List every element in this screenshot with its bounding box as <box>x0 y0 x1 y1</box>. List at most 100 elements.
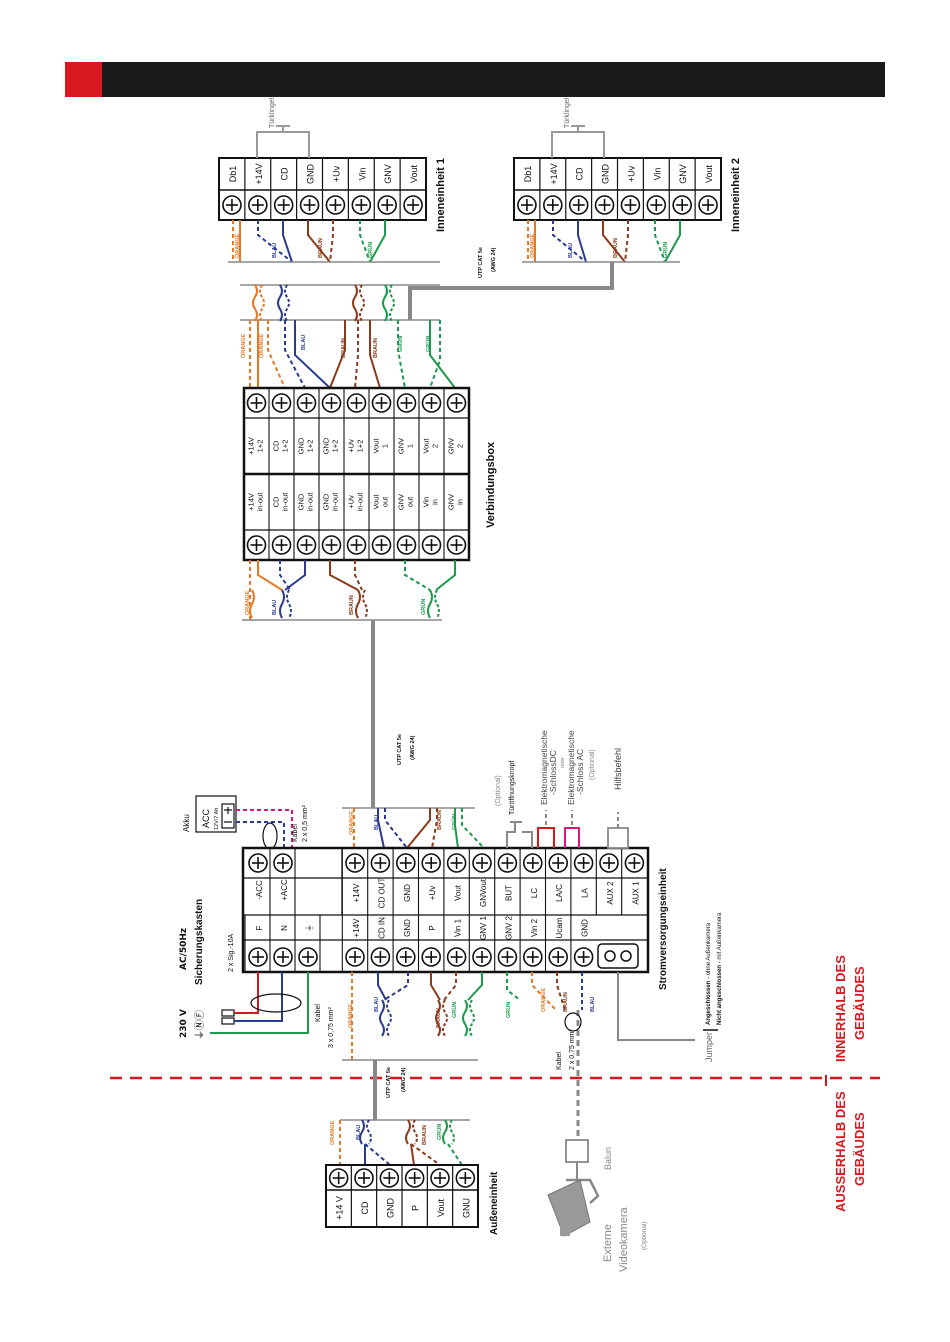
indoor1-screw-terminal <box>248 195 268 215</box>
outdoor-terminal-label: CD <box>360 1201 370 1214</box>
psu-top-label: LA <box>581 887 590 897</box>
junction-left-label: +14V <box>247 493 256 511</box>
indoor1-screw-terminal <box>299 195 320 215</box>
svg-text:GRÜN: GRÜN <box>451 814 458 830</box>
junction-screw-bottom <box>446 535 467 555</box>
junction-screw-bottom <box>271 535 292 555</box>
doorbell-label: Türklingel <box>269 97 276 128</box>
psu-bottom-label: GNV 1 <box>479 915 488 940</box>
outdoor-screw-terminal <box>354 1168 374 1188</box>
psu-bottom-label: P <box>428 925 437 930</box>
psu-acc-screw <box>273 853 293 873</box>
junction-right-sub: 2 <box>456 444 465 448</box>
junction-left-label: +Uv <box>347 495 356 509</box>
svg-text:Angeschlossen - ohne Außenkame: Angeschlossen - ohne Außenkamera <box>706 922 712 1025</box>
svg-text:(Optional): (Optional) <box>495 775 502 806</box>
junction-screw-top <box>346 393 367 413</box>
psu-acc-label: -ACC <box>255 880 264 900</box>
junction-right-label: GND <box>297 437 306 454</box>
header-bar <box>102 62 885 97</box>
psu-top-label: AUX 1 <box>631 881 640 905</box>
psu-bottom-screw <box>497 947 518 967</box>
psu-title: Stromversorgungseinheit <box>658 868 669 990</box>
junction-left-sub: in-out <box>306 492 315 512</box>
junction-left-label: CD <box>272 496 281 507</box>
outdoor-terminal-label: GNU <box>461 1198 471 1218</box>
upper-twisted-wires <box>249 284 456 389</box>
svg-text:BLAU: BLAU <box>356 1125 362 1140</box>
lower-junction-wires <box>249 560 456 620</box>
psu-mains-label: ⏚ <box>305 924 314 932</box>
svg-text:12V/7 Ah: 12V/7 Ah <box>214 808 220 830</box>
junction-left-label: GND <box>322 493 331 510</box>
psu-bottom-screw <box>345 947 365 967</box>
svg-text:Elektromagnetische: Elektromagnetische <box>566 730 576 805</box>
svg-text:GRÜN: GRÜN <box>397 336 404 352</box>
psu-bottom-label: GNV 2 <box>504 915 513 940</box>
indoor-1-wires <box>232 220 386 263</box>
psu-top-label: AUX 2 <box>606 881 615 905</box>
camera-body-icon <box>547 1179 591 1237</box>
svg-text:2 x 0,75 mm²: 2 x 0,75 mm² <box>569 1028 576 1070</box>
junction-screw-top <box>246 393 267 413</box>
svg-text:ORANGE: ORANGE <box>241 334 247 358</box>
battery-label: Akku <box>182 814 191 832</box>
indoor2-terminal-label: CD <box>575 167 585 180</box>
psu-top-screw <box>497 853 518 873</box>
help-command: Hilfsbefehl <box>607 748 629 849</box>
indoor2-screw-terminal <box>594 195 615 215</box>
svg-text:BLAU: BLAU <box>272 243 278 258</box>
svg-text:BRAUN: BRAUN <box>563 992 569 1012</box>
psu-bottom-labels: ORANGE BLAU BRAUN GRÜN GRÜN ORANGE BRAUN… <box>348 988 596 1028</box>
psu-bottom-screw <box>472 947 492 967</box>
lower-junction-labels: ORANGE BLAU BRAUN GRÜN <box>245 591 427 615</box>
svg-text:Türöffnungsknopf: Türöffnungsknopf <box>509 761 516 815</box>
svg-text:2 x 0,5 mm²: 2 x 0,5 mm² <box>302 804 309 842</box>
junction-right-sub: 1+2 <box>331 440 340 453</box>
svg-text:BLAU: BLAU <box>272 600 278 615</box>
junction-screw-top <box>371 393 392 413</box>
junction-left-label: Vout <box>372 494 381 510</box>
junction-right-label: GND <box>322 437 331 454</box>
psu-bottom-label: CD IN <box>377 917 386 939</box>
indoor1-terminal-label: GND <box>306 164 316 185</box>
indoor1-screw-terminal <box>403 195 423 215</box>
junction-screw-top <box>421 393 442 413</box>
indoor1-terminal-label: CD <box>280 167 290 180</box>
jumper-line <box>617 972 695 1041</box>
indoor2-screw-terminal <box>568 195 589 215</box>
svg-text:BRAUN: BRAUN <box>341 338 347 358</box>
psu-acc-label: +ACC <box>280 879 289 901</box>
jumper-label: Jumper Angeschlossen - ohne Außenkamera … <box>703 912 723 1062</box>
junction-right-sub: 1 <box>381 444 390 448</box>
outdoor-terminal-label: P <box>411 1205 421 1211</box>
psu-top-label: CD OUT <box>377 878 386 909</box>
psu-top-label: LA/C <box>555 884 564 902</box>
indoor2-terminal-label: +Uv <box>626 165 636 182</box>
svg-text:Balun: Balun <box>603 1147 613 1170</box>
cable-cam-label: Kabel 2 x 0,75 mm² <box>556 1028 576 1070</box>
svg-text:Nicht angeschlossen - mit Auße: Nicht angeschlossen - mit Außenkamera <box>717 912 723 1025</box>
junction-screw-top <box>396 393 417 413</box>
outdoor-terminal-label: +14 V <box>335 1196 345 1220</box>
svg-text:Jumper: Jumper <box>704 1032 714 1062</box>
indoor-2-title: Inneneinheit 2 <box>730 158 742 232</box>
utp-label-top: UTP CAT 5e (AWG 24) <box>478 247 497 278</box>
psu-top-screw <box>472 853 492 873</box>
svg-text:ORANGE: ORANGE <box>349 811 355 835</box>
psu-bottom-label: GND <box>403 919 412 937</box>
outdoor-screw-terminal <box>455 1168 476 1188</box>
outdoor-terminal-label: Vout <box>436 1198 446 1217</box>
junction-left-sub: out <box>381 496 390 507</box>
svg-text:Kabel: Kabel <box>556 1052 563 1070</box>
svg-text:GRÜN: GRÜN <box>425 336 432 352</box>
indoor1-terminal-label: Vin <box>357 168 367 181</box>
svg-text:Hilfsbefehl: Hilfsbefehl <box>613 748 623 790</box>
junction-left-sub: in-out <box>331 492 340 512</box>
indoor2-screw-terminal <box>517 195 537 215</box>
svg-text:GRÜN: GRÜN <box>662 242 669 258</box>
psu-top-label: Vout <box>454 884 463 901</box>
junction-left-sub: in-out <box>281 492 290 512</box>
indoor1-screw-terminal <box>222 195 242 215</box>
